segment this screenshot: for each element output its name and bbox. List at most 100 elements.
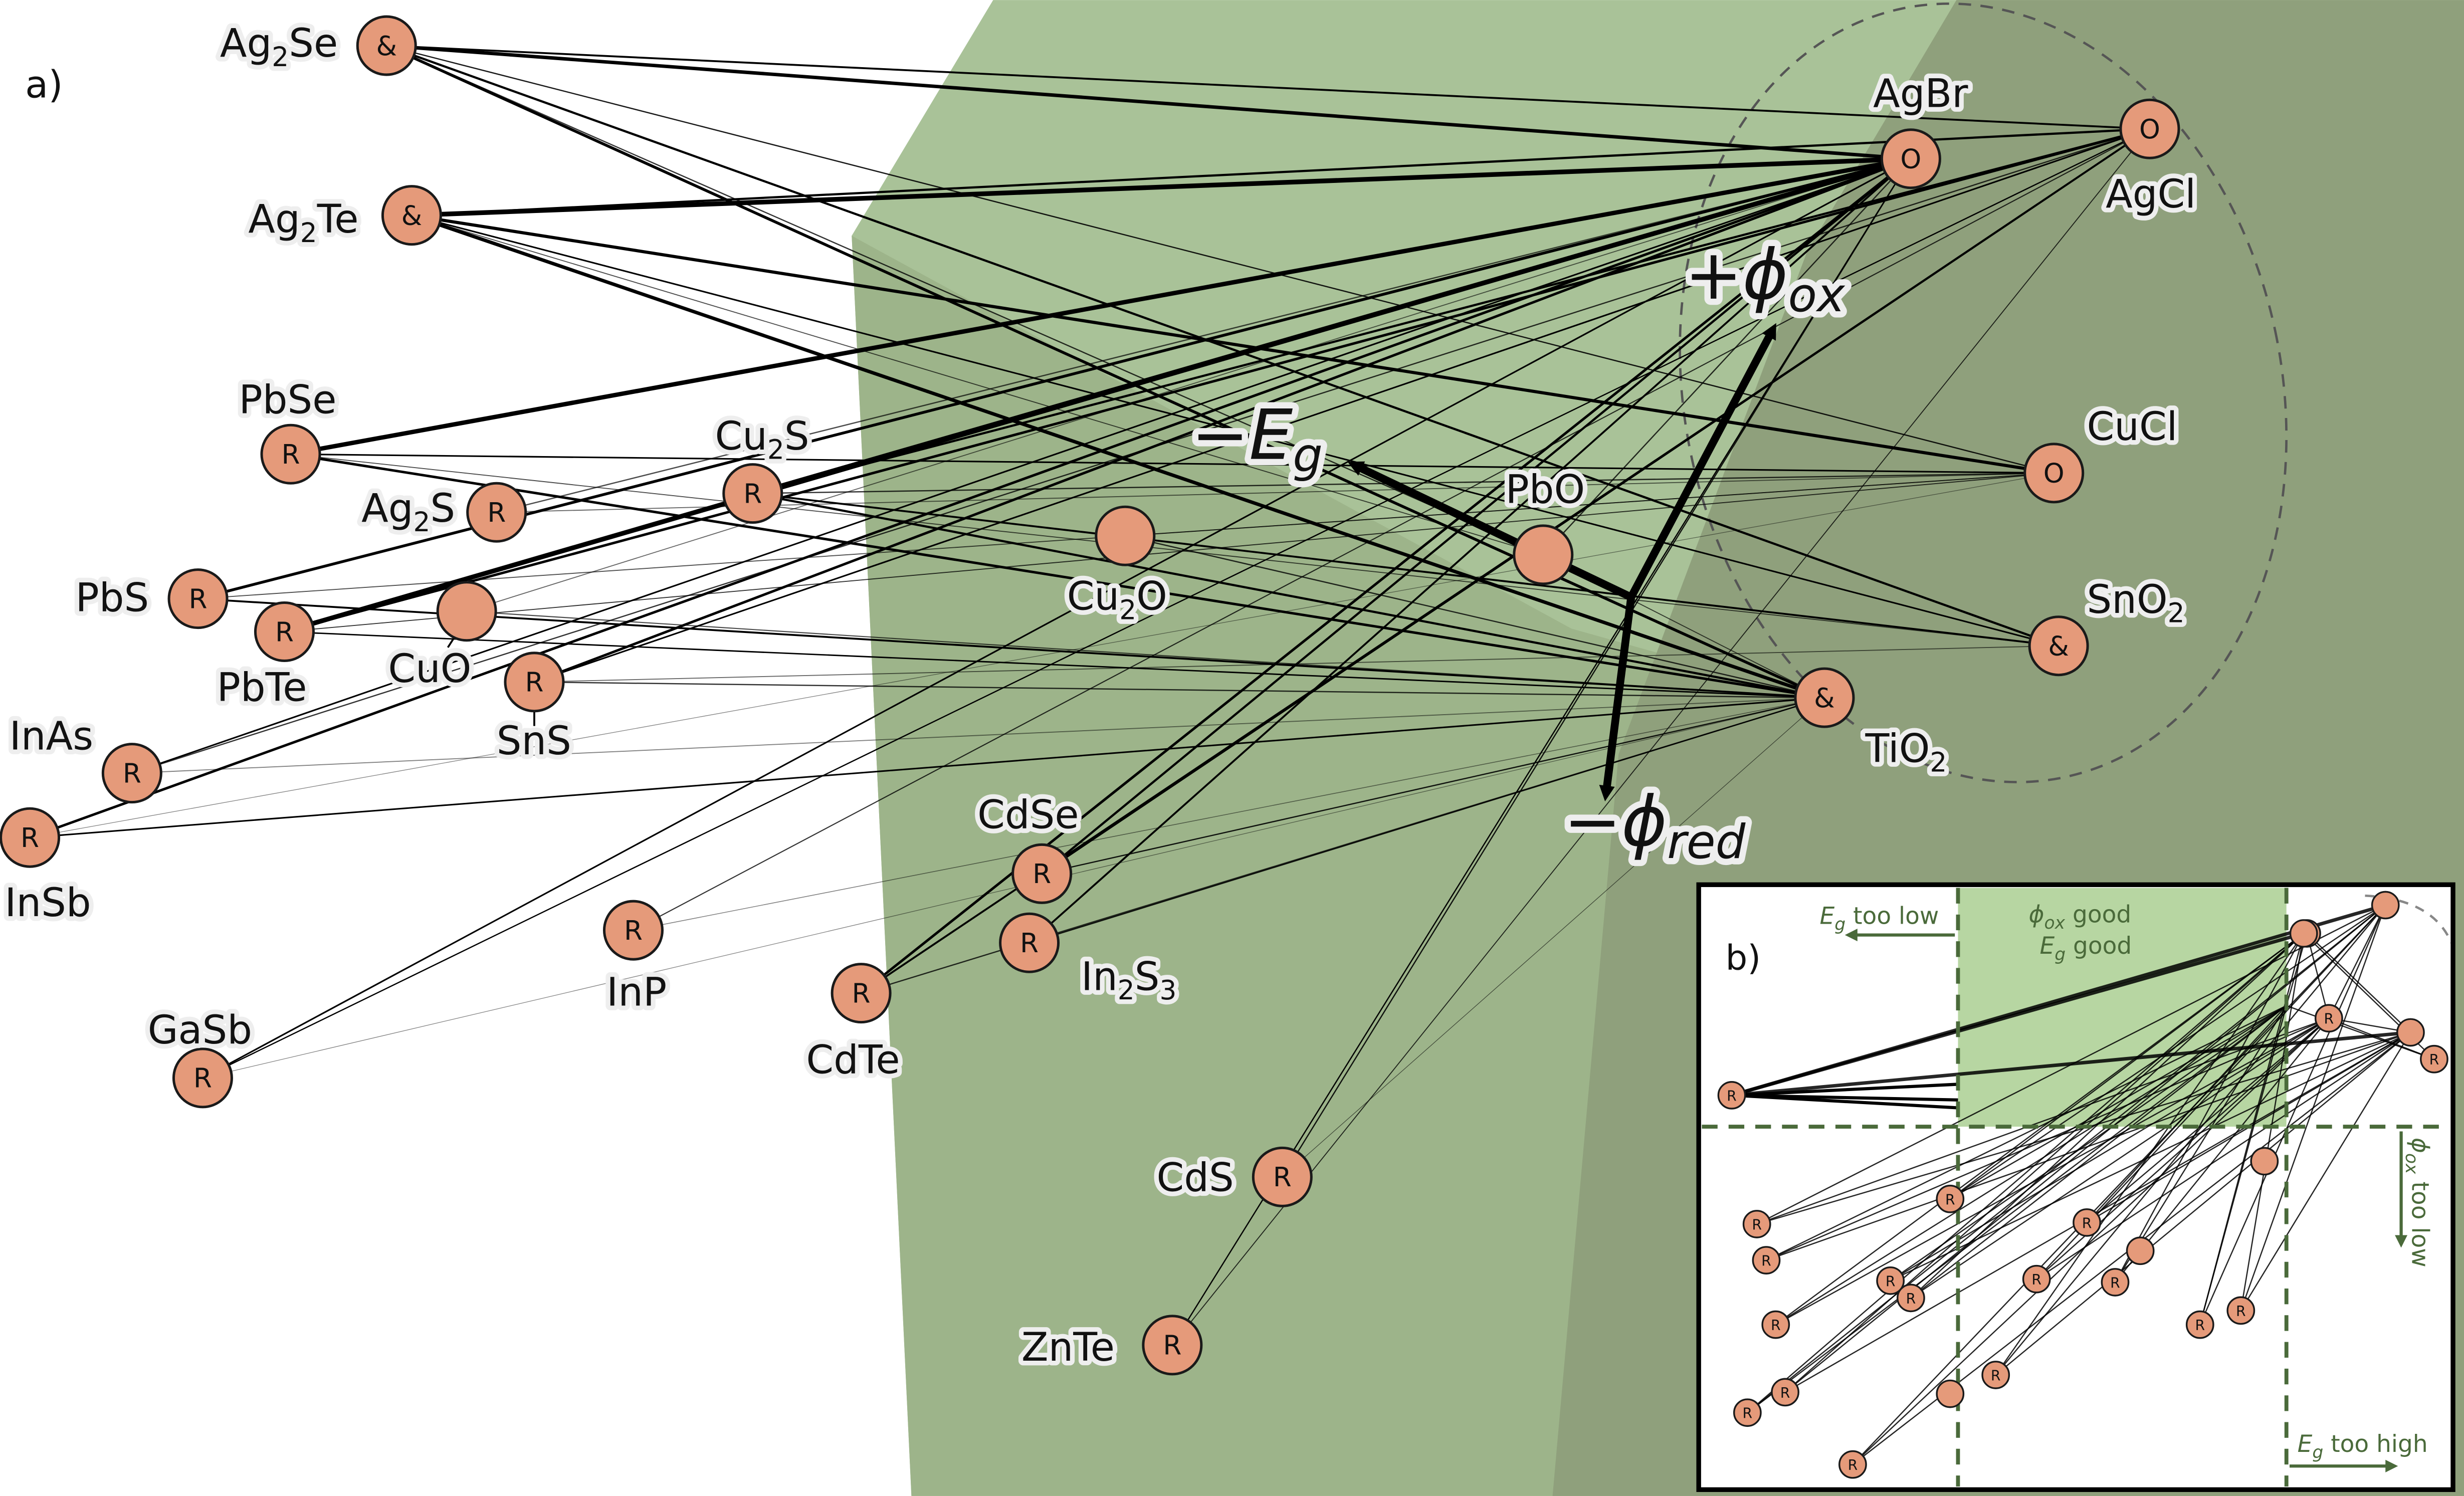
inset-node-circle xyxy=(1752,1246,1781,1274)
inset-node-circle xyxy=(1761,1310,1790,1339)
edge-Ag2Se-AgCl xyxy=(386,45,2150,130)
inset-edge xyxy=(2036,1031,2411,1280)
phi-ox-good-label: ϕox good xyxy=(2029,901,2132,934)
eg-too-high-label: Eg too high xyxy=(2298,1430,2428,1463)
node-Ag2S: R xyxy=(466,482,527,543)
node-circle xyxy=(260,423,321,485)
inset-node-circle xyxy=(2420,1044,2448,1074)
edge-CdSe-AgBr xyxy=(1041,158,1912,875)
label-AgCl: AgCl xyxy=(2106,171,2196,217)
inset-edge xyxy=(1890,1005,2287,1281)
inset-node-circle xyxy=(2126,1236,2155,1265)
node-marker: R xyxy=(1020,928,1039,959)
inset-node-marker: R xyxy=(2082,1215,2092,1231)
edge-PbSe-AgBr xyxy=(290,156,1912,457)
node-marker: R xyxy=(624,915,643,946)
node-circle xyxy=(0,807,61,868)
inset-node-circle xyxy=(1876,1266,1905,1295)
inset-edge xyxy=(2240,905,2386,1311)
inset-node-marker: R xyxy=(1771,1317,1781,1334)
panel-a-label: a) xyxy=(25,63,63,107)
node-marker: R xyxy=(852,978,871,1009)
pos-phi-ox-arrow xyxy=(1627,323,1776,599)
edge-ZnTe-AgCl xyxy=(1172,128,2150,1346)
inset-edge xyxy=(2086,1017,2330,1223)
axis-arrows xyxy=(1347,323,1776,801)
node-CdSe: R xyxy=(1011,843,1073,904)
inset-edge xyxy=(1747,1005,2287,1413)
node-SnS: R xyxy=(504,652,565,713)
edge-InP-AgCl xyxy=(633,128,2150,931)
node-CuCl: O xyxy=(2023,443,2085,504)
node-circle xyxy=(504,652,565,713)
edge-PbSe-SnO2 xyxy=(290,454,2059,647)
inset-node-circle xyxy=(2022,1264,2051,1294)
inset-edge xyxy=(1756,1017,2329,1225)
label-PbSe: PbSe xyxy=(239,377,337,423)
label-CdSe: CdSe xyxy=(977,792,1079,837)
edge-SnS-AgBr xyxy=(534,157,1912,684)
node-circle xyxy=(1513,524,1574,585)
node-Ag2Se: & xyxy=(356,15,417,76)
edge-Cu2S-AgBr xyxy=(752,157,1912,495)
edge-GaSb-AgCl xyxy=(202,128,2150,1079)
edge-Ag2Se-CuCl xyxy=(386,45,2055,474)
inset-node-circle xyxy=(1838,1450,1867,1479)
inset-edge xyxy=(1784,905,2386,1393)
inset-node: R xyxy=(1717,1081,1746,1110)
edge-CuO-TiO2 xyxy=(467,610,1825,699)
edge-InP-TiO2 xyxy=(633,697,1825,931)
eg-good-label: Eg good xyxy=(2039,932,2132,965)
label-Ag2S: Ag2S xyxy=(361,486,455,538)
label-InAs: InAs xyxy=(10,714,93,759)
node-marker: R xyxy=(1033,859,1051,890)
node-SnO2: & xyxy=(2028,615,2089,677)
inset-edge xyxy=(1731,1083,1958,1097)
inset-edge xyxy=(1775,1017,2329,1326)
node-circle xyxy=(831,963,892,1024)
node-circle xyxy=(356,15,417,76)
edge-Ag2Te-CuCl xyxy=(411,213,2055,475)
edge-Ag2Se-SnO2 xyxy=(386,44,2059,647)
label-TiO2: TiO2 xyxy=(1865,726,1947,778)
node-circle xyxy=(999,912,1060,973)
node-AgCl: O xyxy=(2119,98,2180,159)
edge-Ag2Se-AgBr xyxy=(386,44,1911,161)
inset-node-circle xyxy=(2250,1147,2279,1176)
label-GaSb: GaSb xyxy=(148,1007,252,1053)
inset-node-marker: R xyxy=(1848,1457,1858,1473)
inset-edge xyxy=(1950,904,2386,1200)
edge-Cu2S-CuCl xyxy=(752,472,2054,494)
inset-node-circle xyxy=(1981,1361,2010,1389)
edge-InAs-AgBr xyxy=(131,158,1911,774)
node-PbTe: R xyxy=(254,601,315,663)
edge-Ag2Se-TiO2 xyxy=(386,44,1825,699)
label-CdTe: CdTe xyxy=(806,1037,900,1083)
inset-edge xyxy=(2328,905,2386,1019)
inset-node-marker: R xyxy=(2429,1051,2439,1068)
edge-PbTe-AgCl xyxy=(284,127,2150,633)
inset-edge xyxy=(1910,1005,2287,1299)
inset-node-marker: R xyxy=(1886,1273,1896,1290)
node-Ag2Te: & xyxy=(381,185,442,246)
label-PbO: PbO xyxy=(1506,467,1585,512)
eg-too-low-label: Eg too low xyxy=(1820,903,1939,935)
node-circle xyxy=(254,601,315,663)
inset-edge xyxy=(1747,933,2305,1413)
inset-node: R xyxy=(1936,1184,1965,1213)
inset-edge xyxy=(1775,1005,2287,1326)
inset-node: R xyxy=(1838,1450,1867,1479)
inset-dashed-arc xyxy=(2365,894,2453,944)
inset-frame xyxy=(1696,882,2455,1492)
node-circle xyxy=(2023,443,2085,504)
inset-node: R xyxy=(1733,1398,1762,1427)
label-InP: InP xyxy=(606,970,667,1015)
edge-Cu2S-TiO2 xyxy=(752,492,1825,699)
inset-edge xyxy=(2086,1005,2287,1223)
label-SnO2: SnO2 xyxy=(2087,577,2185,629)
node-marker: R xyxy=(1273,1162,1292,1193)
inset-edge xyxy=(1995,1032,2411,1376)
node-GaSb: R xyxy=(172,1047,233,1109)
node-TiO2: & xyxy=(1794,667,1855,728)
inset-edge xyxy=(1766,1005,2287,1261)
